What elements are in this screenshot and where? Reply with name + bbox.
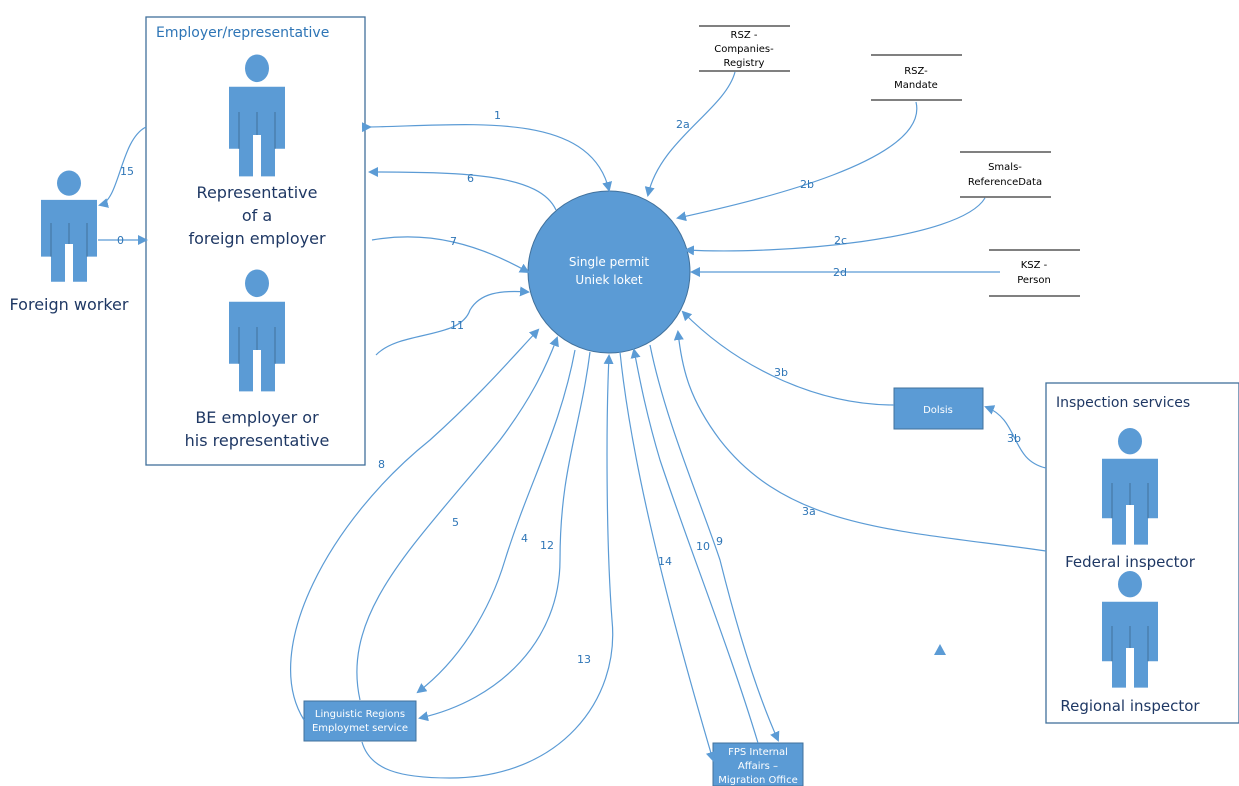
linguistic-label-1: Linguistic Regions	[315, 709, 405, 720]
single-permit-label-2: Uniek loket	[575, 273, 642, 287]
flow-13-label: 13	[577, 653, 591, 666]
rsz-mandate-label-2: Mandate	[894, 80, 938, 91]
flow-6-label: 6	[467, 172, 474, 185]
ksz-label-1: KSZ -	[1021, 260, 1048, 271]
flow-15	[98, 126, 147, 208]
fps-label-2: Affairs –	[738, 761, 778, 772]
triangle-marker	[934, 644, 946, 655]
smals-label-1: Smals-	[988, 162, 1022, 173]
fps-label-3: Migration Office	[718, 775, 798, 786]
datastore-rsz-mandate: RSZ- Mandate	[871, 54, 962, 101]
dolsis-label: Dolsis	[923, 405, 953, 416]
foreign-worker-actor: Foreign worker	[10, 169, 129, 314]
inspection-box	[1045, 382, 1239, 724]
flow-5-label: 5	[452, 516, 459, 529]
flow-5	[356, 336, 559, 701]
flow-11	[375, 286, 530, 356]
flow-3b-top	[681, 310, 895, 406]
rsz-mandate-label-1: RSZ-	[904, 66, 928, 77]
flow-9-label: 9	[716, 535, 723, 548]
flow-9	[649, 344, 780, 742]
flow-10-label: 10	[696, 540, 710, 553]
datastore-rsz-companies: RSZ - Companies- Registry	[699, 25, 790, 72]
flow-2d-label: 2d	[833, 266, 847, 279]
flow-11-label: 11	[450, 319, 464, 332]
linguistic-label-2: Employmet service	[312, 723, 408, 734]
flow-15-label: 15	[120, 165, 134, 178]
flow-7	[371, 236, 530, 273]
flow-2a-label: 2a	[676, 118, 690, 131]
flow-3b-top-label: 3b	[774, 366, 788, 379]
flows	[98, 71, 1047, 779]
flow-14-label: 14	[658, 555, 672, 568]
flow-1-label: 1	[494, 109, 501, 122]
federal-inspector-label: Federal inspector	[1065, 553, 1196, 571]
datastore-smals: Smals- ReferenceData	[960, 151, 1051, 198]
flow-7-label: 7	[450, 235, 457, 248]
flow-2c-label: 2c	[834, 234, 847, 247]
flow-12	[418, 351, 591, 722]
datastore-ksz: KSZ - Person	[989, 249, 1080, 297]
representative-label-1: Representative	[197, 183, 318, 202]
flow-8	[289, 328, 540, 721]
flow-3b-bottom-label: 3b	[1007, 432, 1021, 445]
linguistic-regions-box: Linguistic Regions Employmet service	[303, 700, 417, 742]
foreign-worker-label: Foreign worker	[10, 295, 129, 314]
flow-12-label: 12	[540, 539, 554, 552]
be-employer-actor: BE employer or his representative	[185, 268, 330, 450]
dolsis-box: Dolsis	[893, 387, 984, 430]
flow-labels: 1 6 7 11 15 0 2a 2b 2c 2d 3b 3b 3a 8 5 4…	[117, 109, 1021, 666]
flow-8-label: 8	[378, 458, 385, 471]
flow-3a	[673, 330, 1047, 552]
flow-0-label: 0	[117, 234, 124, 247]
flow-4	[416, 349, 576, 694]
ksz-label-2: Person	[1017, 275, 1051, 286]
regional-inspector-actor: Regional inspector	[1060, 570, 1200, 715]
flow-6	[368, 167, 557, 211]
flow-14	[619, 351, 716, 762]
flow-2b	[676, 101, 918, 222]
smals-label-2: ReferenceData	[968, 177, 1042, 188]
rsz-companies-label-2: Companies-	[714, 44, 774, 55]
flow-13	[361, 354, 614, 779]
flow-2c	[684, 197, 986, 256]
employer-box-title: Employer/representative	[156, 25, 329, 41]
flow-3a-label: 3a	[802, 505, 816, 518]
be-employer-label-2: his representative	[185, 431, 330, 450]
fps-label-1: FPS Internal	[728, 747, 788, 758]
representative-label-2: of a	[242, 206, 272, 225]
inspection-box-title: Inspection services	[1056, 395, 1190, 411]
flow-4-label: 4	[521, 532, 528, 545]
flow-2a	[644, 71, 736, 197]
regional-inspector-label: Regional inspector	[1060, 697, 1200, 715]
be-employer-label-1: BE employer or	[195, 408, 319, 427]
federal-inspector-actor: Federal inspector	[1065, 427, 1196, 571]
flow-3b-bottom	[984, 405, 1047, 469]
representative-actor: Representative of a foreign employer	[188, 53, 326, 248]
flow-2b-label: 2b	[800, 178, 814, 191]
flow-1	[361, 122, 613, 192]
representative-label-3: foreign employer	[188, 229, 325, 248]
fps-box: FPS Internal Affairs – Migration Office	[712, 742, 804, 786]
single-permit-label-1: Single permit	[569, 255, 649, 269]
flow-10	[630, 348, 759, 744]
rsz-companies-label-3: Registry	[724, 58, 765, 69]
single-permit-node	[527, 190, 691, 354]
rsz-companies-label-1: RSZ -	[731, 30, 758, 41]
